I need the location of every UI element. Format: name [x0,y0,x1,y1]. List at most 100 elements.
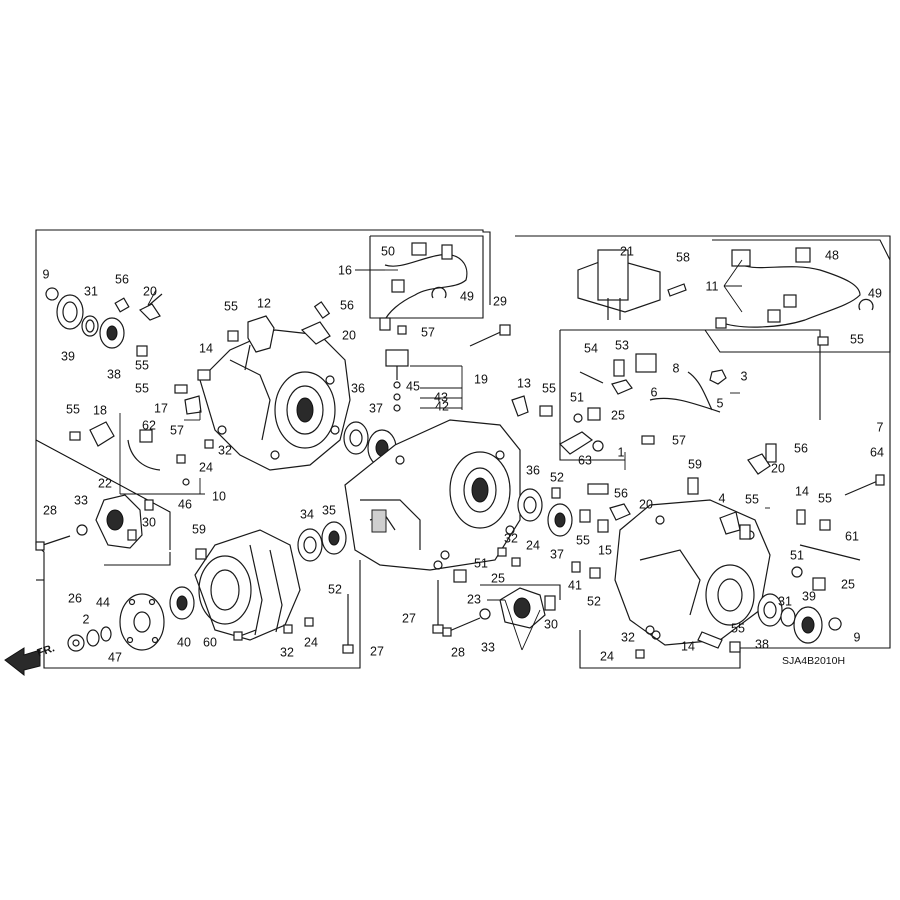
callout-40: 40 [177,635,191,649]
callout-49: 49 [460,289,474,303]
callout-24b: 24 [526,538,540,552]
callout-61: 61 [845,529,859,543]
oil-seal-drawing [56,294,84,330]
callout-50: 50 [381,244,395,258]
callout-16: 16 [338,263,352,277]
callout-34: 34 [300,507,314,521]
callout-39b: 39 [802,589,816,603]
callout-55f: 55 [850,332,864,346]
callout-13: 13 [517,376,531,390]
callout-14c: 14 [681,639,695,653]
callout-11: 11 [706,279,719,293]
callout-49b: 49 [868,286,882,300]
callout-31: 31 [84,284,98,298]
callout-4: 4 [719,491,726,505]
callout-47: 47 [108,650,122,664]
callout-55g: 55 [745,492,759,506]
callout-20b: 20 [342,328,356,342]
callout-22: 22 [98,476,112,490]
callout-28b: 28 [451,645,465,659]
callout-38: 38 [107,367,121,381]
callout-24d: 24 [600,649,614,663]
callout-60: 60 [203,635,217,649]
callout-32b: 32 [504,531,518,545]
callout-57c: 57 [672,433,686,447]
callout-35: 35 [322,503,336,517]
callout-20: 20 [143,284,157,298]
callout-51c: 51 [790,548,804,562]
callout-59: 59 [192,522,206,536]
callout-21: 21 [620,244,634,258]
callout-55e: 55 [542,381,556,395]
callout-38b: 38 [755,637,769,651]
callout-58: 58 [676,250,690,264]
callout-55i: 55 [576,533,590,547]
callout-28: 28 [43,503,57,517]
callout-56b: 56 [340,298,354,312]
callout-30: 30 [142,515,156,529]
callout-56d: 56 [614,486,628,500]
callout-18: 18 [93,403,107,417]
callout-9b: 9 [854,630,861,644]
callout-53: 53 [615,338,629,352]
callout-46: 46 [178,497,192,511]
front-marker-label: FR. [36,642,57,659]
callout-62: 62 [142,418,156,432]
callout-48: 48 [825,248,839,262]
callout-27b: 27 [370,644,384,658]
callout-55c: 55 [135,358,149,372]
callout-37: 37 [369,401,383,415]
callout-17: 17 [154,401,168,415]
callout-1: 1 [618,445,625,459]
center-case-drawing [344,419,521,571]
callout-15: 15 [598,543,612,557]
callout-24: 24 [199,460,213,474]
callout-63: 63 [578,453,592,467]
callout-31b: 31 [778,594,792,608]
callout-33: 33 [74,493,88,507]
callout-25b: 25 [491,571,505,585]
callout-41: 41 [568,578,582,592]
callout-32d: 32 [621,630,635,644]
callout-55d: 55 [66,402,80,416]
callout-30b: 30 [544,617,558,631]
callout-14: 14 [199,341,213,355]
callout-57b: 57 [170,423,184,437]
leader-lines [119,259,770,651]
callout-29: 29 [493,294,507,308]
callout-25c: 25 [841,577,855,591]
callout-9: 9 [43,267,50,281]
callout-8: 8 [673,361,680,375]
left-lower-case-drawing [194,529,301,641]
callout-52b: 52 [328,582,342,596]
callout-52c: 52 [587,594,601,608]
callout-51b: 51 [474,556,488,570]
callout-52: 52 [550,470,564,484]
callout-20d: 20 [639,497,653,511]
callout-56: 56 [115,272,129,286]
callout-37b: 37 [550,547,564,561]
callout-36: 36 [351,381,365,395]
callout-labels: 1 2 3 4 5 6 7 8 9 9 10 11 12 13 14 14 14… [43,244,884,664]
callout-2: 2 [83,612,90,626]
callout-6: 6 [651,385,658,399]
callout-55h: 55 [818,491,832,505]
callout-44: 44 [96,595,110,609]
callout-32c: 32 [280,645,294,659]
snap-ring-drawing [45,287,59,301]
callout-10: 10 [212,489,226,503]
front-arrow [4,647,41,677]
callout-55: 55 [224,299,238,313]
callout-43: 43 [434,390,448,404]
callout-26: 26 [68,591,82,605]
callout-5: 5 [717,396,724,410]
callout-23: 23 [467,592,481,606]
callout-27: 27 [402,611,416,625]
callout-3: 3 [741,369,748,383]
callout-19: 19 [474,372,488,386]
callout-25: 25 [611,408,625,422]
callout-55b: 55 [135,381,149,395]
callout-7: 7 [877,420,884,434]
callout-14b: 14 [795,484,809,498]
callout-20c: 20 [771,461,785,475]
